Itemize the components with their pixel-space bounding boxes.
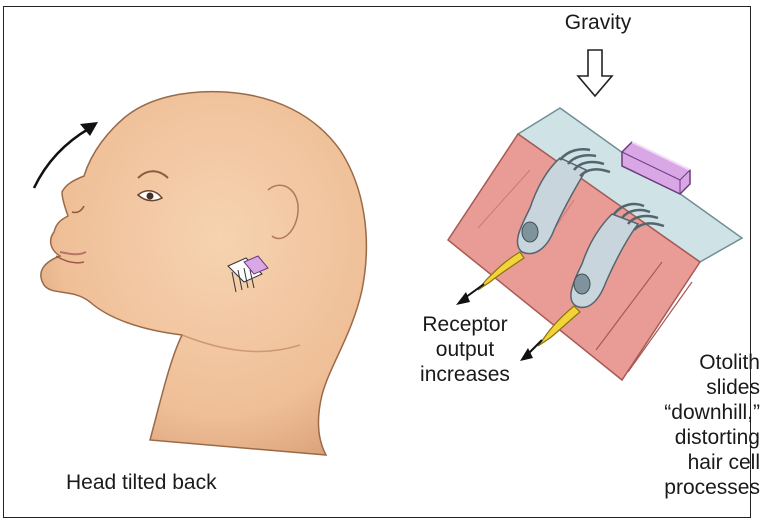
- otolith-line-6: processes: [598, 475, 760, 500]
- otolith-line-1: Otolith: [598, 350, 760, 375]
- gravity-arrow: [578, 50, 612, 96]
- otolith-line-4: distorting: [598, 425, 760, 450]
- head-tilted-label: Head tilted back: [66, 470, 326, 495]
- receptor-output-line-1: Receptor: [400, 312, 530, 337]
- otolith-line-2: slides: [598, 375, 760, 400]
- receptor-output-line-2: output: [400, 337, 530, 362]
- otolith-line-3: “downhill,”: [598, 400, 760, 425]
- otolith-line-5: hair cell: [598, 450, 760, 475]
- otolith-slides-label: Otolith slides “downhill,” distorting ha…: [598, 350, 760, 500]
- receptor-output-line-3: increases: [400, 362, 530, 387]
- gravity-label: Gravity: [548, 10, 648, 35]
- receptor-output-label: Receptor output increases: [400, 312, 530, 387]
- tilted-head: [41, 92, 367, 455]
